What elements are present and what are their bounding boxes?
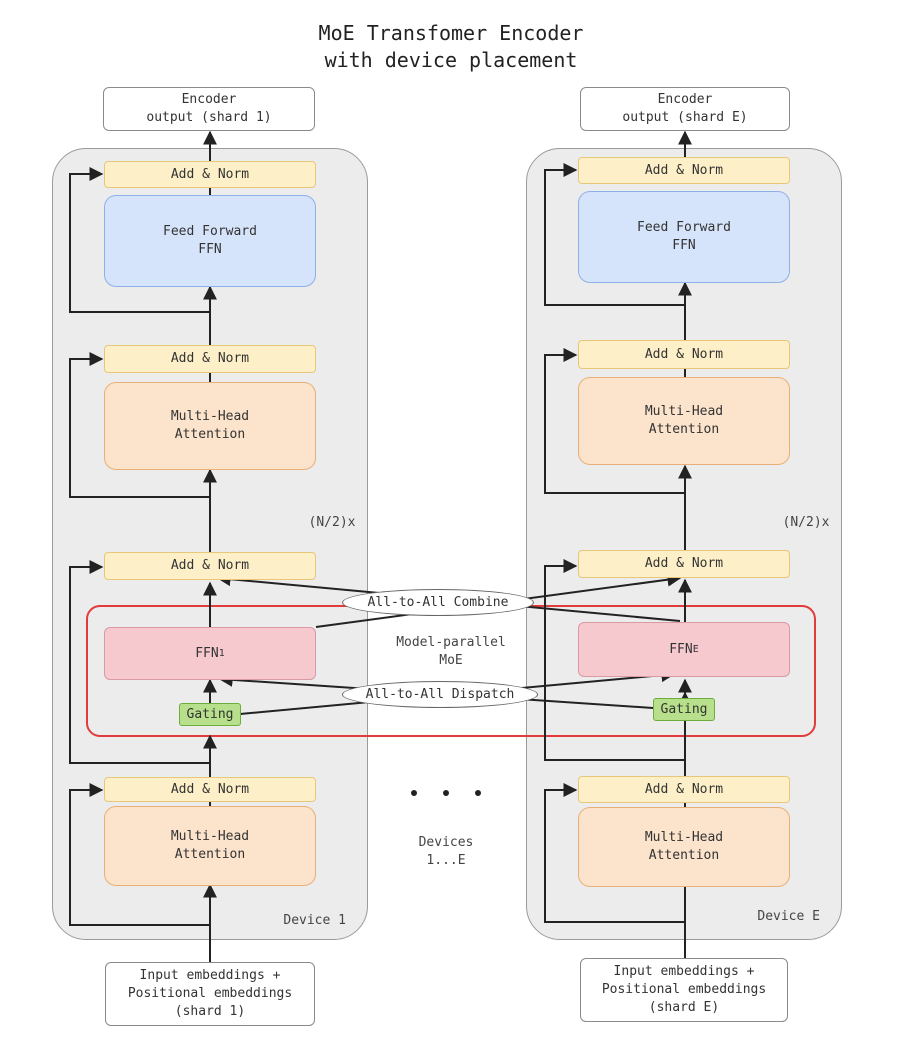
de-multi-head-attention-lower: Multi-Head Attention [578,807,790,887]
de-gating: Gating [653,698,715,721]
d1-moe-ffn-label: FFN [195,645,219,661]
de-add-norm-3: Add & Norm [578,340,790,369]
all-to-all-combine-label: All-to-All Combine [342,589,534,616]
d1-encoder-output: Encoder output (shard 1) [103,87,315,131]
d1-moe-ffn-subscript: 1 [218,647,225,659]
all-to-all-dispatch-label: All-to-All Dispatch [342,681,538,708]
d1-add-norm-3: Add & Norm [104,345,316,373]
d1-multi-head-attention-lower: Multi-Head Attention [104,806,316,886]
d1-multi-head-attention-upper: Multi-Head Attention [104,382,316,470]
de-add-norm-2: Add & Norm [578,550,790,578]
diagram-title-line-2: with device placement [324,48,578,72]
de-feed-forward: Feed Forward FFN [578,191,790,283]
d1-input-embeddings: Input embeddings + Positional embeddings… [105,962,315,1026]
d1-add-norm-4: Add & Norm [104,161,316,188]
de-input-embeddings: Input embeddings + Positional embeddings… [580,958,788,1022]
de-multi-head-attention-upper: Multi-Head Attention [578,377,790,465]
diagram-title-line-1: MoE Transfomer Encoder [318,21,584,45]
de-add-norm-4: Add & Norm [578,157,790,184]
d1-add-norm-2: Add & Norm [104,552,316,580]
de-moe-ffn-subscript: E [692,643,699,655]
moe-region-label: Model-parallel MoE [396,635,506,668]
de-device-label: Device E [757,909,820,924]
d1-gating: Gating [179,703,241,726]
ellipsis-dot-2 [443,790,449,796]
d1-device-label: Device 1 [283,913,346,928]
d1-add-norm-1: Add & Norm [104,777,316,802]
ellipsis-dot-3 [475,790,481,796]
devices-range-label: Devices 1...E [418,835,474,868]
de-add-norm-1: Add & Norm [578,776,790,803]
de-moe-ffn-label: FFN [669,641,693,657]
de-encoder-output: Encoder output (shard E) [580,87,790,131]
d1-feed-forward: Feed Forward FFN [104,195,316,287]
d1-repeat-label: (N/2)x [308,515,356,530]
de-repeat-label: (N/2)x [782,515,830,530]
ellipsis-dot-1 [411,790,417,796]
